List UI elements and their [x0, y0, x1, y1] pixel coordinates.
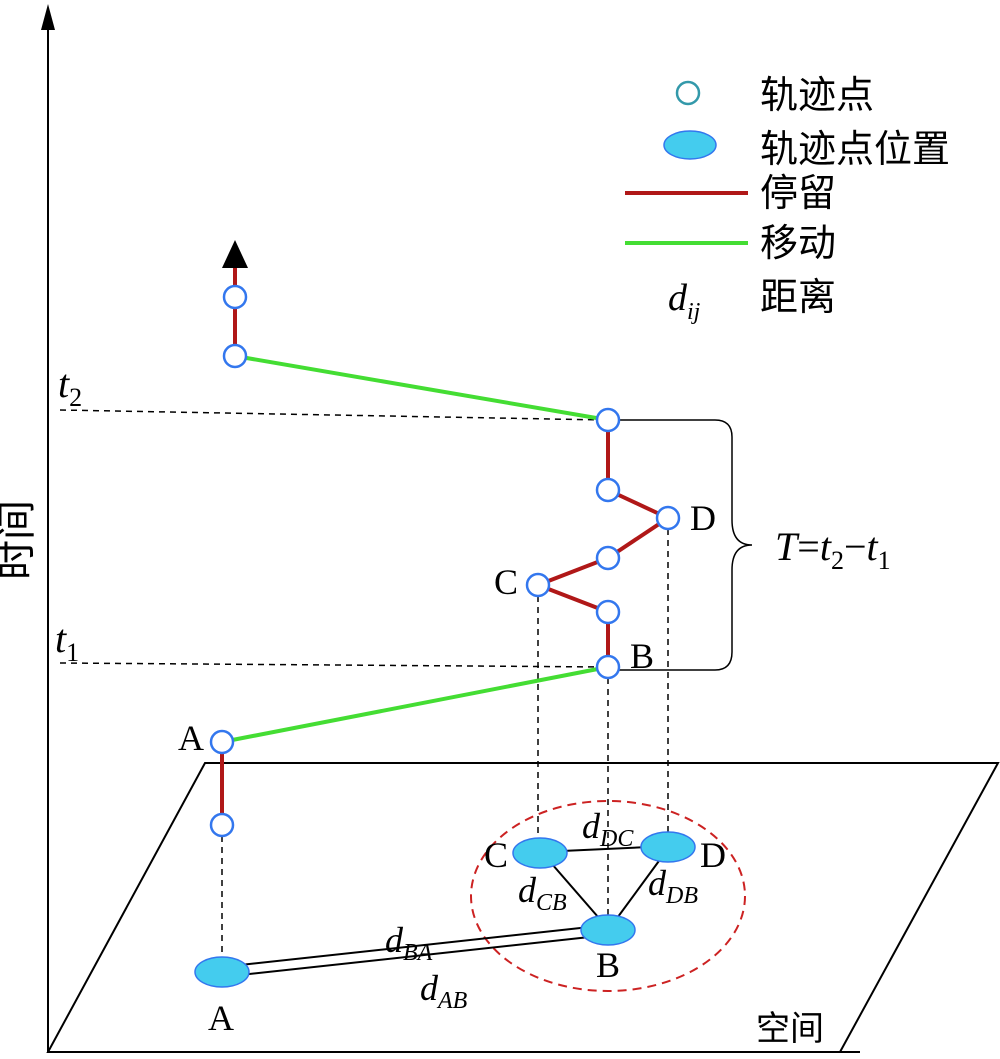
trajectory-point-C: [525, 572, 551, 598]
label-dAB: dAB: [420, 968, 468, 1014]
location-B: [580, 914, 636, 946]
legend-point-icon: [675, 80, 701, 106]
move-segments: [221, 354, 609, 744]
trajectory-point-A: [209, 729, 235, 755]
trajectory-arrow: [222, 240, 248, 268]
legend: 轨迹点 轨迹点位置 停留 移动 dij 距离: [625, 73, 950, 325]
time-axis-arrow: [41, 4, 55, 30]
distance-line-CB: [544, 855, 606, 926]
time-axis-label: 时间: [0, 500, 40, 580]
label-C-space: C: [484, 835, 508, 875]
trajectory-point: [595, 477, 621, 503]
trajectory-point: [595, 545, 621, 571]
trajectory-point: [222, 343, 248, 369]
duration-brace: [612, 419, 753, 671]
trajectory-point: [595, 407, 621, 433]
label-B-time: B: [630, 636, 654, 676]
location-D: [640, 831, 696, 863]
space-label: 空间: [756, 1009, 824, 1049]
distance-line-DB: [611, 849, 668, 926]
trajectory-point: [222, 284, 248, 310]
stay-segments: [220, 262, 673, 825]
trajectory-point-D: [655, 505, 681, 531]
t1-dashed-line: [59, 662, 609, 668]
trajectory-point: [595, 599, 621, 625]
trajectory-point: [209, 812, 235, 838]
label-dCB: dCB: [518, 870, 567, 916]
label-C-time: C: [494, 562, 518, 602]
label-B-space: B: [596, 945, 620, 985]
legend-stay: 停留: [760, 171, 836, 215]
t2-label: t2: [58, 361, 82, 412]
label-D-space: D: [700, 835, 726, 875]
legend-distance-symbol: dij: [668, 277, 701, 325]
legend-move: 移动: [760, 221, 836, 265]
label-dDC: dDC: [582, 806, 634, 852]
legend-point-location: 轨迹点位置: [760, 127, 950, 171]
t1-label: t1: [55, 616, 79, 667]
distance-line-BA: [221, 924, 609, 968]
stay-cluster-ellipse: [470, 800, 746, 992]
location-A: [194, 956, 250, 988]
legend-trajectory-point: 轨迹点: [760, 73, 874, 117]
label-dDB: dDB: [648, 863, 698, 909]
space-plane: [46, 762, 1000, 1053]
trajectory-point-B: [595, 654, 621, 680]
duration-formula: T=t2−t1: [775, 524, 891, 575]
label-dBA: dBA: [385, 920, 433, 966]
legend-location-icon: [663, 130, 717, 160]
label-A-space: A: [208, 998, 234, 1038]
distance-line-AB: [221, 934, 609, 978]
location-C: [512, 837, 568, 869]
label-A-time: A: [178, 718, 204, 758]
legend-distance: 距离: [760, 275, 836, 319]
label-D-time: D: [690, 498, 716, 538]
t2-dashed-line: [59, 409, 606, 421]
trajectory-points: [209, 284, 681, 838]
